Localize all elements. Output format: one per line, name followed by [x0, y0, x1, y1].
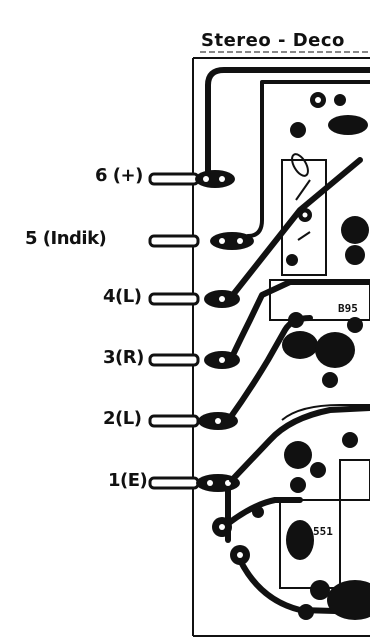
pin-lead-4 [148, 292, 200, 306]
pin-label-1: 1(E) [108, 470, 148, 491]
pin-lead-2 [148, 414, 200, 428]
component-outlines [269, 159, 370, 589]
pin-lead-3 [148, 353, 200, 367]
board-outline [192, 57, 370, 637]
component-block-b95 [269, 279, 370, 321]
marking-551: 551 [313, 525, 333, 538]
component-block-551 [279, 499, 341, 589]
trace-3 [229, 279, 370, 360]
pin-leads [148, 172, 200, 490]
small-components [291, 153, 311, 241]
pad-5 [210, 232, 254, 250]
trace-4 [229, 157, 363, 299]
diagram-title: Stereo - Deco [201, 30, 345, 51]
pin-label-6: 6 (+) [95, 165, 143, 186]
trace-1 [229, 405, 370, 483]
marking-b95: B95 [338, 302, 358, 315]
pin-lead-1 [148, 476, 200, 490]
trace-6 [205, 67, 370, 175]
pin-label-2: 2(L) [103, 408, 142, 429]
pin-label-3: 3(R) [103, 347, 144, 368]
pin-label-5: 5 (Indik) [25, 228, 107, 249]
component-curve [281, 404, 370, 421]
component-right [339, 459, 370, 501]
pin-lead-6 [148, 172, 200, 186]
pad-6 [195, 170, 235, 188]
copper-traces [205, 67, 370, 615]
pin-label-4: 4(L) [103, 286, 142, 307]
pin-lead-5 [148, 234, 200, 248]
trace-5 [246, 80, 370, 238]
